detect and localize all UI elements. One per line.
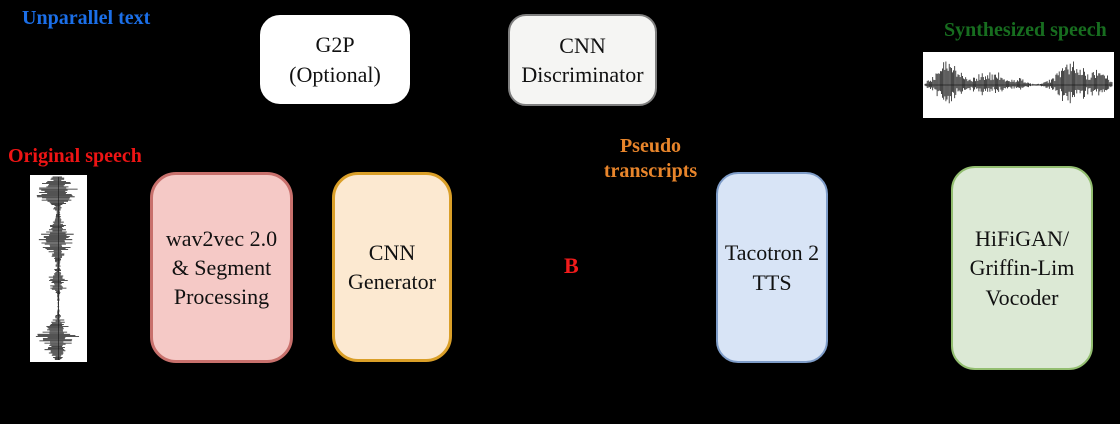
node-cnn-discriminator: CNN Discriminator [508, 14, 657, 106]
original-speech-waveform-image [30, 175, 87, 362]
node-tacotron2-tts-label: Tacotron 2 TTS [724, 240, 820, 295]
node-vocoder-label: HiFiGAN/ Griffin-Lim Vocoder [969, 226, 1075, 310]
node-cnn-discriminator-label: CNN Discriminator [521, 32, 644, 87]
synthesized-speech-label: Synthesized speech [944, 19, 1107, 41]
node-cnn-generator-label: CNN Generator [348, 239, 436, 294]
synthesized-speech-waveform-image [923, 52, 1114, 118]
node-hifigan-griffinlim-vocoder: HiFiGAN/ Griffin-Lim Vocoder [951, 166, 1093, 370]
original-speech-label: Original speech [8, 145, 142, 167]
node-g2p-label: G2P (Optional) [289, 32, 381, 87]
node-tacotron2-tts: Tacotron 2 TTS [716, 172, 828, 363]
b-marker-label: B [564, 253, 579, 278]
node-cnn-generator: CNN Generator [332, 172, 452, 362]
node-wav2vec-label: wav2vec 2.0 & Segment Processing [165, 225, 278, 310]
node-wav2vec-segment-processing: wav2vec 2.0 & Segment Processing [150, 172, 293, 363]
unparallel-text-label: Unparallel text [22, 7, 151, 29]
pseudo-transcripts-label: Pseudo transcripts [603, 135, 698, 182]
node-g2p: G2P (Optional) [260, 15, 410, 104]
